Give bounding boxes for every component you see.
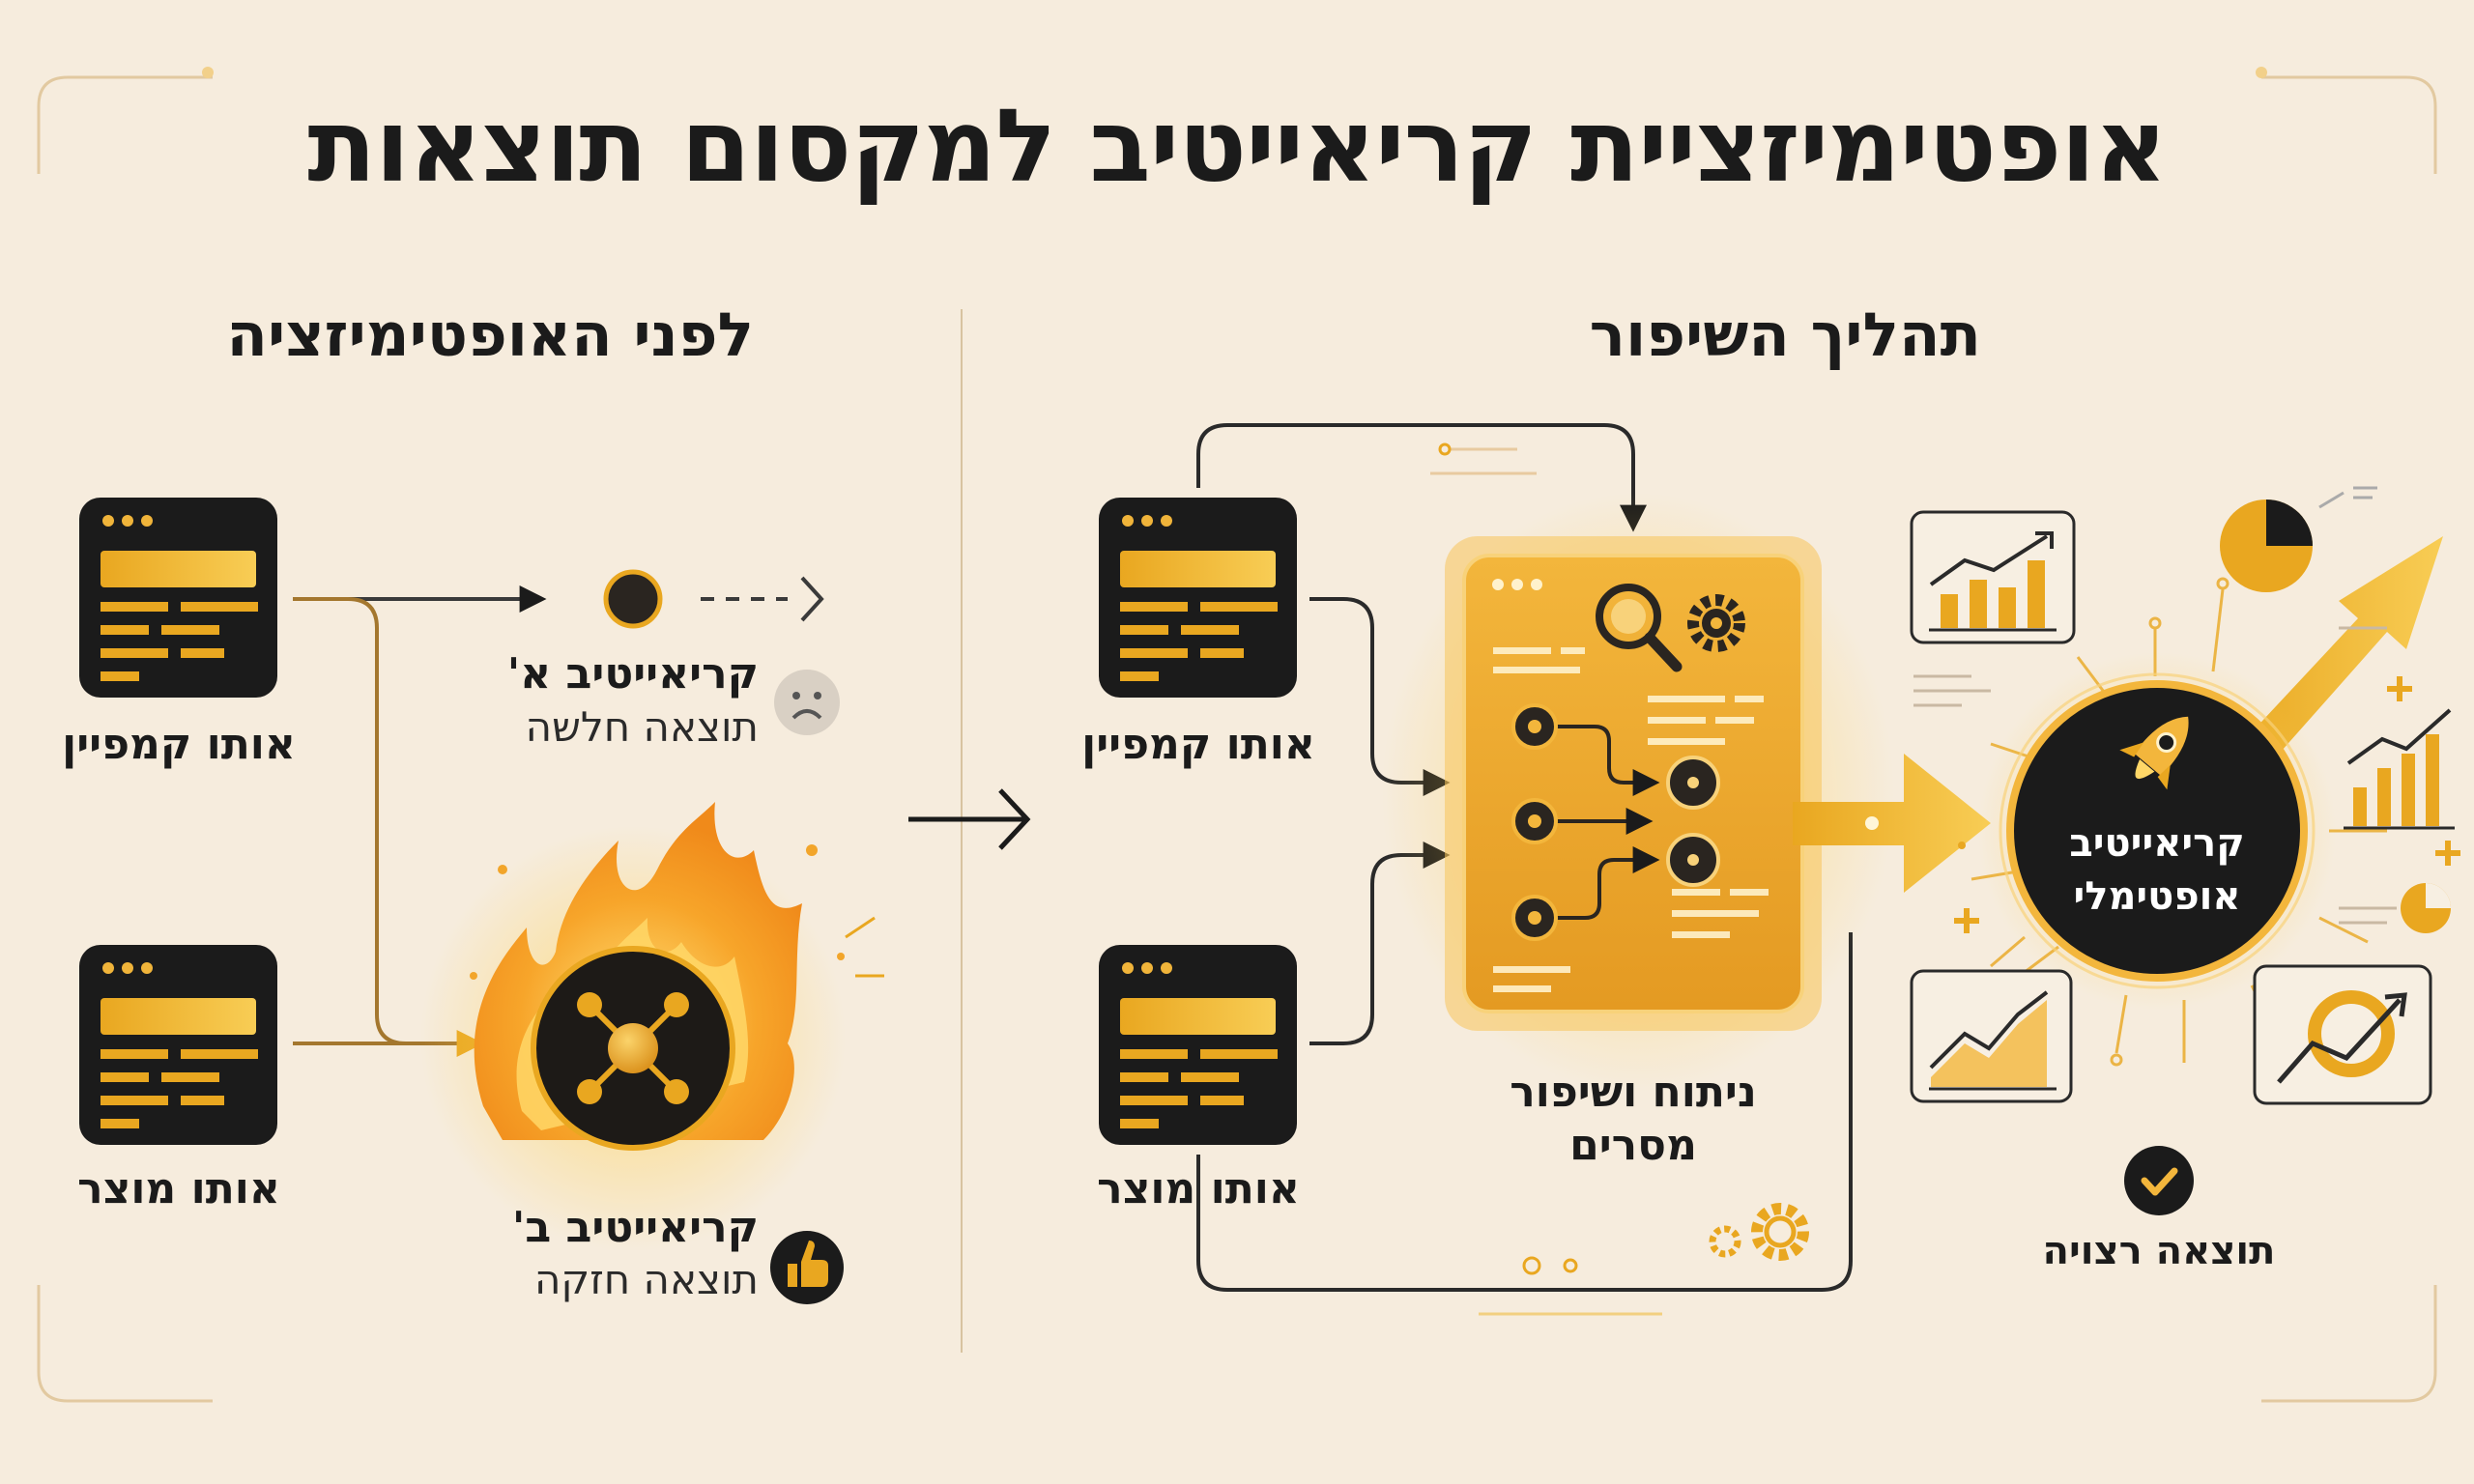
creative-b-name: קריאייטיב ב': [511, 1203, 759, 1252]
right-product-label: אותו מוצר: [1097, 1164, 1300, 1213]
output-arrow: [1793, 754, 1991, 893]
rocket-icon: [2119, 716, 2189, 790]
gear-icon: [1709, 1225, 1741, 1258]
weak-creative-dot: [603, 569, 663, 629]
process-label-line1: ניתוח ושיפור: [1510, 1068, 1757, 1117]
analysis-panel: [1382, 493, 1894, 1092]
creative-a-result: תוצאה חלשה: [525, 703, 759, 751]
thumbs-up-icon: [770, 1231, 844, 1304]
sad-face-icon: [774, 670, 840, 735]
creative-b-result: תוצאה חזקה: [533, 1256, 759, 1303]
left-campaign-label: אותו קמפיין: [62, 720, 296, 769]
optimal-creative-badge: [1978, 652, 2336, 1010]
browser-window-icon: [79, 498, 277, 698]
browser-window-icon: [1099, 945, 1297, 1145]
right-section-heading: תהליך השיפור: [1589, 300, 1981, 370]
left-section-heading: לפני האופטימיזציה: [226, 300, 754, 370]
transition-arrow: [908, 788, 1031, 850]
pie-chart-icon: [2401, 883, 2451, 933]
line-chart-icon: [2253, 964, 2432, 1105]
check-icon: [2124, 1146, 2194, 1215]
gear-icon: [1687, 594, 1745, 652]
decorative-lines: [1913, 626, 2397, 925]
left-product-label: אותו מוצר: [77, 1164, 280, 1213]
decorative-sparkles: [1954, 676, 2460, 933]
line-chart-icon: [1910, 969, 2073, 1103]
desired-outcome-label: תוצאה רצויה: [2042, 1229, 2276, 1273]
network-node-icon: [531, 946, 735, 1151]
process-label-line2: מסרים: [1569, 1121, 1697, 1170]
creative-a-name: קריאייטיב א': [506, 649, 759, 699]
pie-chart-icon: [2220, 486, 2377, 592]
browser-window-icon: [79, 945, 277, 1145]
right-campaign-label: אותו קמפיין: [1081, 720, 1315, 769]
optimal-creative-line1: קריאייטיב: [2069, 821, 2245, 866]
decorative-dots: [1430, 442, 1662, 1316]
bar-chart-icon: [2344, 708, 2455, 830]
page-title: אופטימיזציית קריאייטיב למקסום תוצאות: [307, 87, 2168, 205]
optimal-creative-line2: אופטימלי: [2073, 874, 2241, 919]
decorative-frame: [37, 67, 2437, 1403]
gear-icon: [1751, 1203, 1809, 1261]
bar-chart-icon: [1910, 510, 2076, 644]
browser-window-icon: [1099, 498, 1297, 698]
magnifier-icon: [1596, 584, 1683, 672]
